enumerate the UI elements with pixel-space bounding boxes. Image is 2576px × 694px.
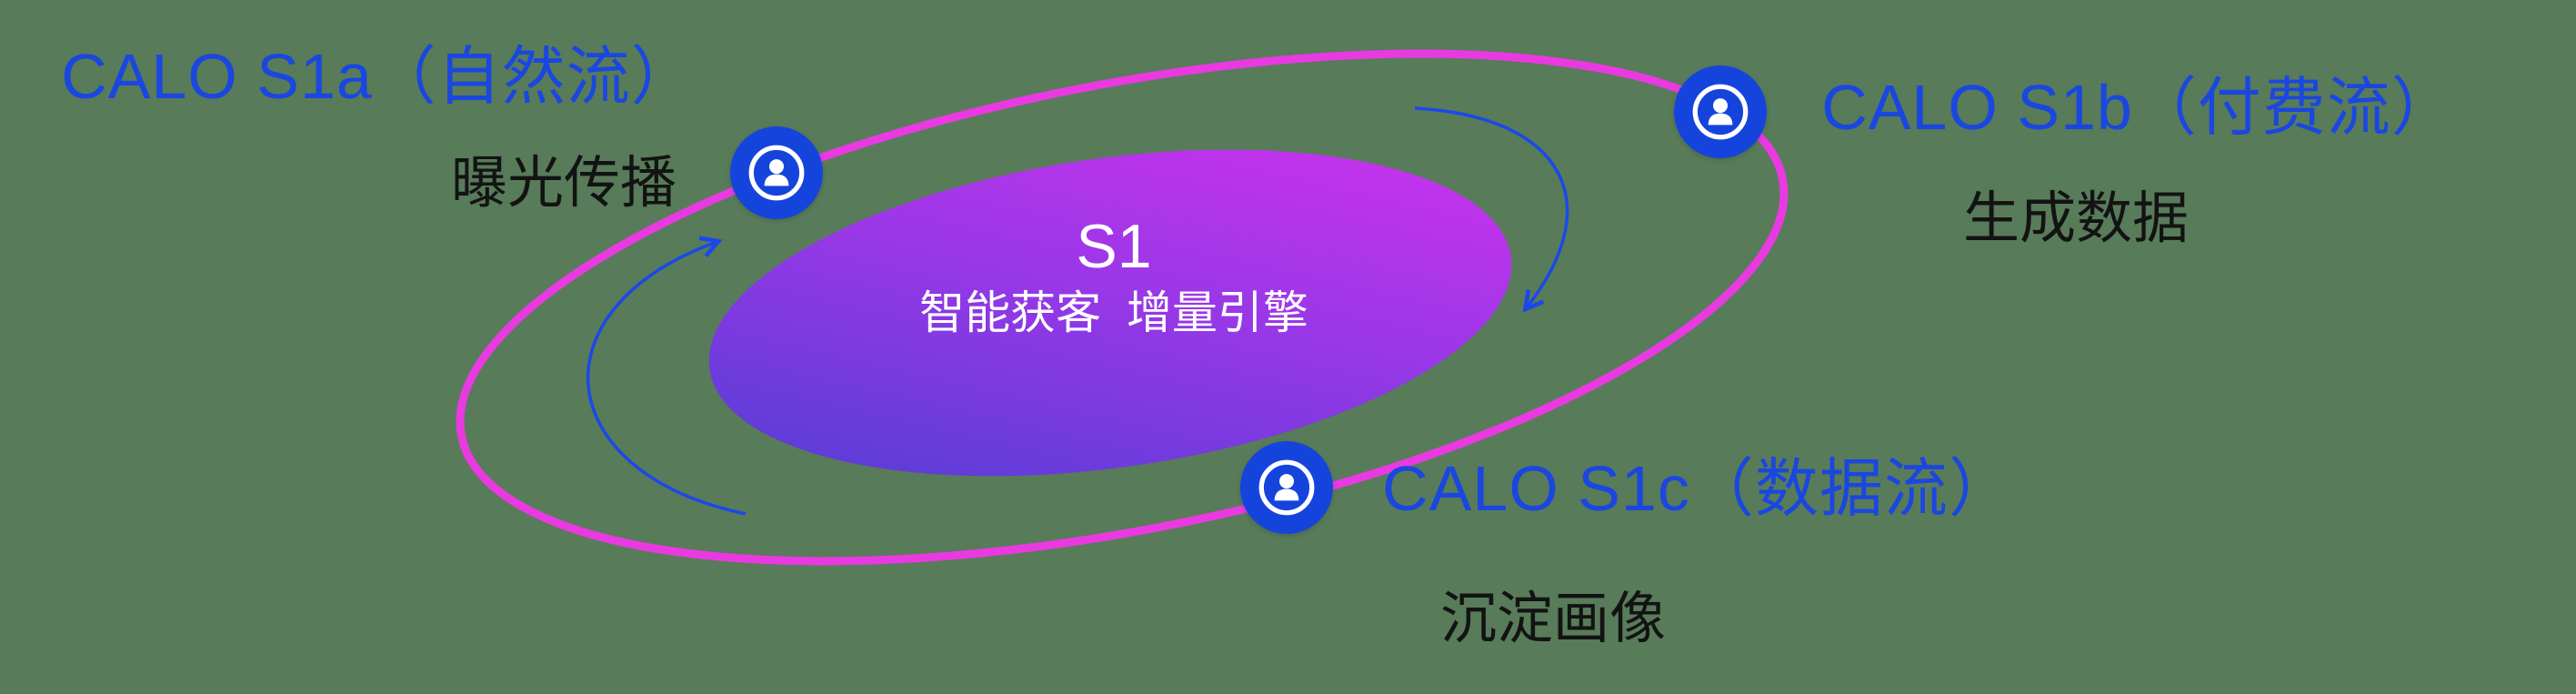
center-subtitle: 智能获客 增量引擎 (919, 287, 1308, 338)
flow-arrow-right (1414, 106, 1569, 307)
label-calo-s1a-subtitle: 曝光传播 (450, 152, 677, 215)
label-calo-s1a-title: CALO S1a（自然流） (61, 41, 696, 112)
flow-arrow-left (586, 242, 747, 516)
node-calo-s1a (730, 126, 823, 219)
center-gradient-ellipse (708, 149, 1512, 477)
user-icon (748, 145, 805, 201)
user-icon (1258, 459, 1315, 516)
node-calo-s1b (1674, 65, 1767, 158)
center-title: S1 (1076, 212, 1152, 281)
user-icon (1692, 84, 1749, 140)
node-calo-s1c (1240, 441, 1333, 534)
label-calo-s1b-title: CALO S1b（付费流） (1821, 72, 2456, 143)
label-calo-s1c-subtitle: 沉淀画像 (1439, 588, 1667, 650)
label-calo-s1c-title: CALO S1c（数据流） (1382, 453, 2013, 524)
label-calo-s1b-subtitle: 生成数据 (1962, 187, 2190, 250)
orbit-ring (456, 49, 1789, 566)
